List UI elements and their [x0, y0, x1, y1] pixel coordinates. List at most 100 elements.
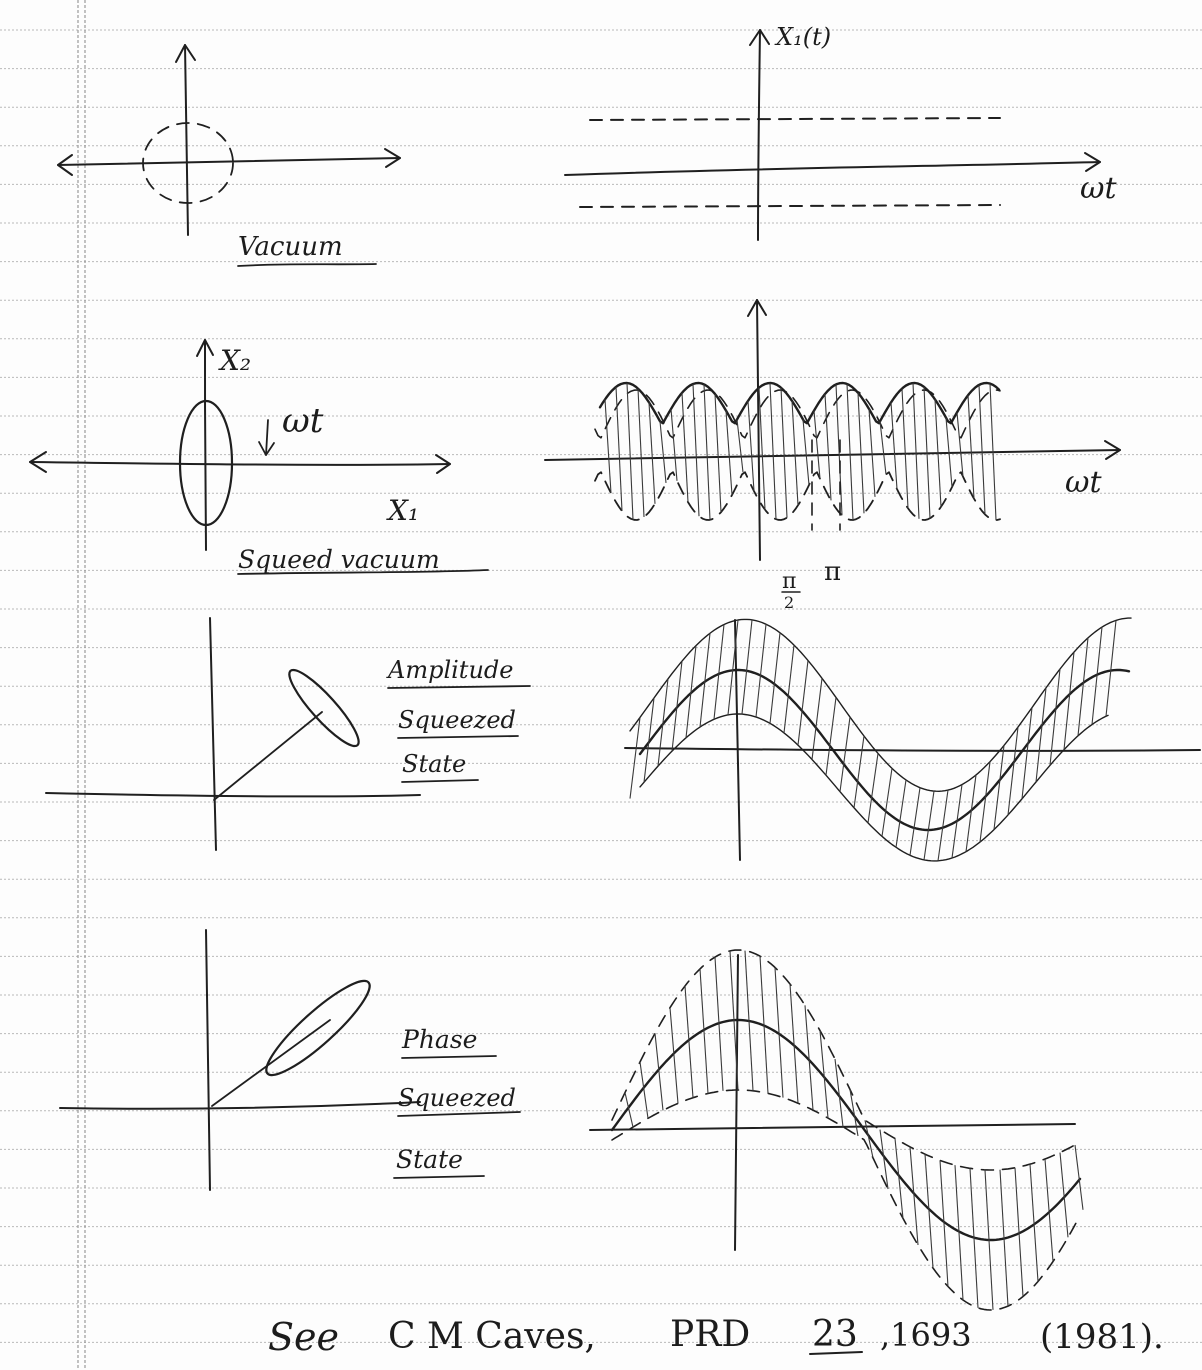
hatch-stroke	[637, 388, 645, 518]
hatch-stroke	[867, 753, 879, 823]
vacuum-label: Vacuum	[238, 232, 343, 262]
hatch-stroke	[699, 968, 709, 1094]
hatch-stroke	[736, 419, 744, 473]
hatch-stroke	[811, 678, 823, 760]
hatch-stroke	[783, 645, 795, 733]
hatch-stroke	[1044, 1158, 1054, 1262]
amplitude-underline-1	[387, 685, 531, 689]
hatch-stroke	[604, 399, 612, 494]
amplitude-squeezed-ellipse	[288, 668, 360, 748]
hatch-stroke	[744, 950, 754, 1091]
hatch-stroke	[939, 1160, 949, 1287]
hatch-stroke	[629, 717, 641, 799]
hatch-stroke	[729, 950, 739, 1091]
hatch-stroke	[774, 967, 784, 1098]
hatch-stroke	[1029, 1164, 1039, 1282]
hatch-stroke	[789, 983, 799, 1104]
pi-label: π	[824, 557, 841, 587]
hatch-stroke	[1091, 627, 1103, 725]
phase-label-line1: Phase	[401, 1025, 477, 1054]
phase-label-line3: State	[396, 1145, 463, 1174]
hatch-stroke	[791, 400, 799, 506]
vacuum-phase-diagram	[57, 44, 401, 236]
hatch-stroke	[670, 408, 678, 481]
hatch-stroke	[834, 1058, 844, 1127]
hatch-stroke	[824, 393, 832, 501]
hatch-stroke	[901, 388, 909, 509]
reference-year: (1981).	[1040, 1317, 1164, 1357]
reference-author: C M Caves,	[388, 1316, 596, 1357]
amplitude-label-line2: Squeezed	[398, 706, 516, 734]
hatch-stroke	[989, 383, 997, 521]
vacuum-time-plot	[564, 29, 1101, 241]
squeezed-vacuum-time-plot	[544, 299, 1121, 561]
hatch-stroke	[984, 1169, 994, 1310]
hatch-stroke	[758, 387, 766, 510]
hatch-stroke	[1014, 1167, 1024, 1297]
hatch-stroke	[713, 624, 725, 720]
hatch-stroke	[965, 774, 977, 852]
hatch-stroke	[1059, 1152, 1069, 1238]
hatch-stroke	[894, 1138, 904, 1219]
hatch-stroke	[909, 787, 921, 856]
hatch-stroke	[881, 768, 893, 837]
hatch-stroke	[849, 1089, 859, 1137]
hatch-stroke	[999, 1169, 1009, 1307]
squeezed-vacuum-underline	[237, 569, 489, 575]
hatch-stroke	[846, 383, 854, 521]
hatch-stroke	[1035, 687, 1047, 783]
hatch-stroke	[692, 383, 700, 517]
hatch-stroke	[864, 1120, 874, 1159]
omega-t-label-row1: ωt	[1080, 171, 1117, 206]
hatch-stroke	[802, 419, 810, 486]
hatch-stroke	[967, 395, 975, 499]
amplitude-label-line1: Amplitude	[386, 656, 513, 684]
phase-squeezed-time-plot	[589, 949, 1084, 1311]
phase-label-line2: Squeezed	[398, 1084, 516, 1112]
hatch-stroke	[639, 1061, 649, 1119]
hatch-stroke	[703, 384, 711, 520]
reference-volume: 23	[812, 1314, 858, 1355]
squeezed-vacuum-ellipse	[178, 399, 234, 527]
hatch-stroke	[727, 619, 739, 715]
hatch-stroke	[725, 410, 733, 496]
hatch-stroke	[769, 382, 777, 520]
hatch-stroke	[654, 1033, 664, 1111]
hatch-stroke	[1077, 637, 1089, 736]
hatch-stroke	[923, 791, 935, 860]
hatch-stroke	[1021, 707, 1033, 799]
hatch-stroke	[937, 790, 949, 861]
vacuum-uncertainty-circle	[142, 122, 234, 204]
hatch-stroke	[624, 1092, 634, 1128]
hatch-stroke	[1074, 1144, 1084, 1210]
hatch-stroke	[912, 382, 920, 519]
hatch-stroke	[923, 386, 931, 519]
ruled-lines	[0, 29, 1202, 1343]
hatch-stroke	[780, 387, 788, 518]
hatch-stroke	[951, 784, 963, 859]
reference-see: See	[268, 1315, 339, 1359]
hatch-stroke	[714, 393, 722, 513]
reference-journal: PRD	[670, 1314, 750, 1355]
hatch-stroke	[626, 382, 634, 520]
amplitude-underline-3	[401, 779, 479, 783]
hatch-stroke	[797, 660, 809, 746]
hatch-stroke	[945, 417, 953, 488]
hatch-stroke	[684, 985, 694, 1098]
hatch-stroke	[978, 384, 986, 515]
x1-axis-label: X₁	[386, 494, 419, 527]
hatch-stroke	[615, 386, 623, 512]
vacuum-underline	[237, 263, 377, 267]
hatch-stroke	[657, 678, 669, 767]
hatch-stroke	[969, 1168, 979, 1308]
hatch-stroke	[755, 624, 767, 718]
hatch-stroke	[835, 384, 843, 516]
hatch-stroke	[857, 392, 865, 514]
hatch-stroke	[853, 735, 865, 808]
hatch-stroke	[681, 392, 689, 503]
amplitude-underline-2	[397, 735, 519, 739]
hatch-stroke	[839, 716, 851, 792]
phase-squeezed-ellipse	[265, 979, 371, 1077]
